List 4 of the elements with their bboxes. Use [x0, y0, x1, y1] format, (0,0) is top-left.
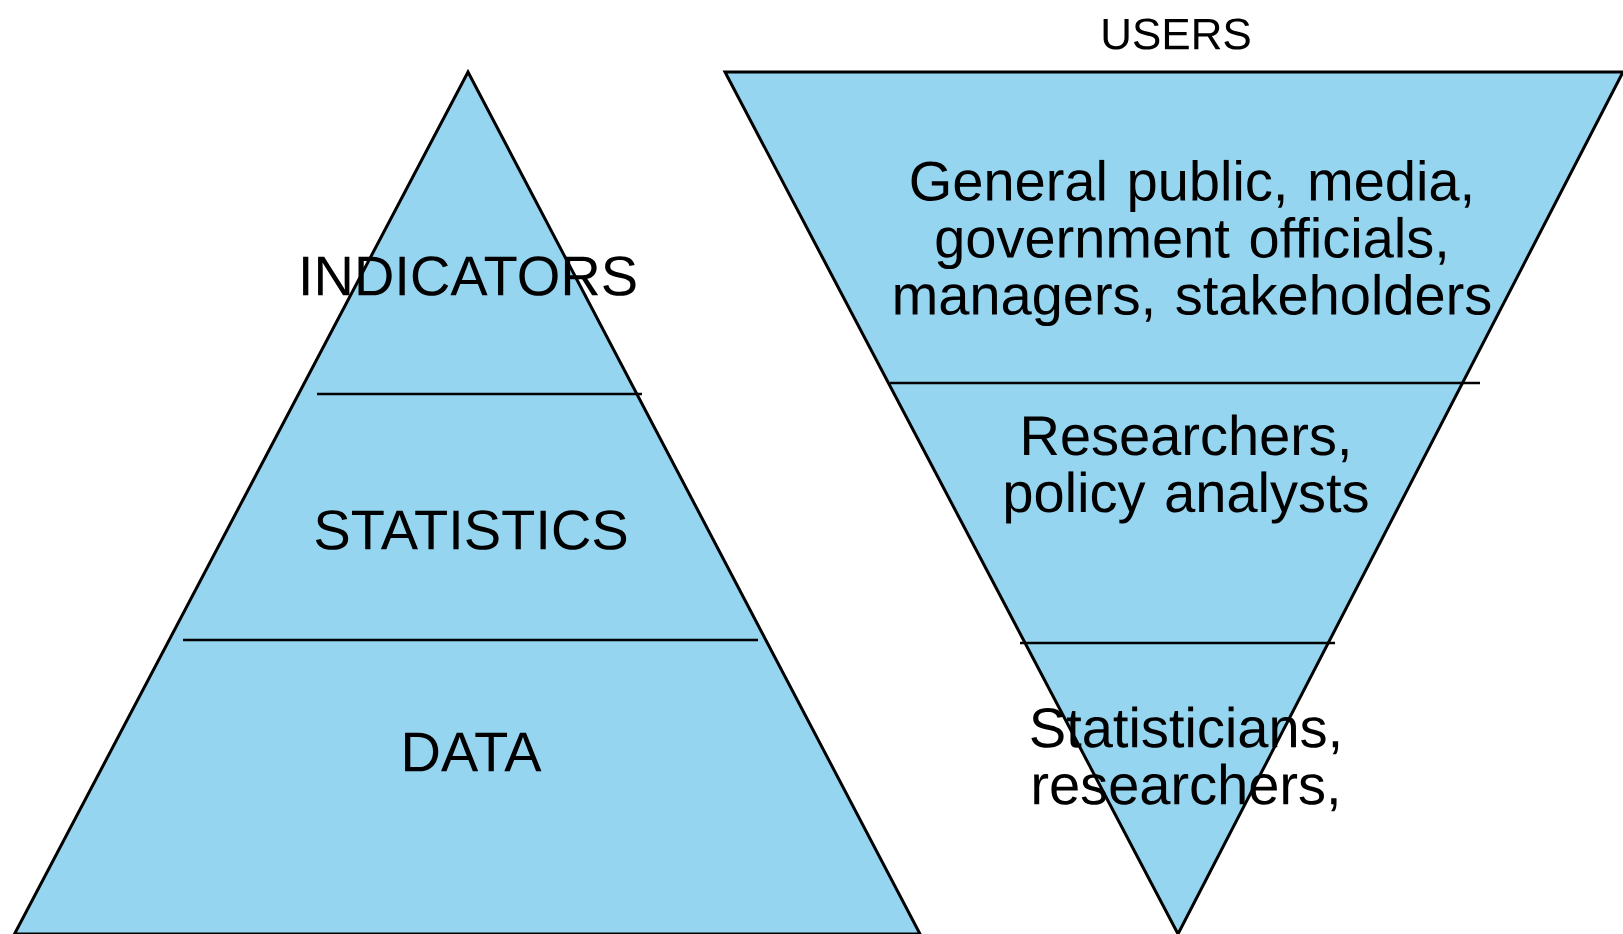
band: Researchers, policy analysts — [888, 383, 1463, 643]
band: DATA — [14, 640, 920, 934]
band: STATISTICS — [169, 394, 766, 640]
band: General public, media, government officials, managers, stakeholders — [725, 72, 1623, 383]
